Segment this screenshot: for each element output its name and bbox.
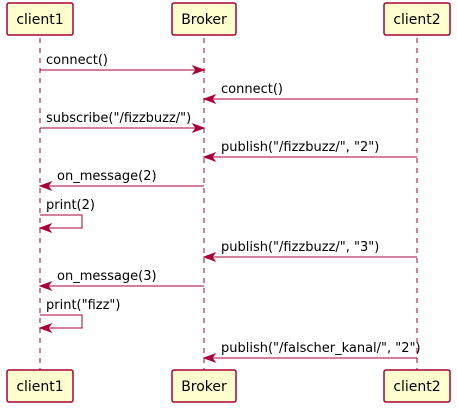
arrow-head <box>191 122 206 134</box>
arrow-head <box>202 151 217 163</box>
message-8: on_message(3) <box>38 269 204 292</box>
arrow-head <box>202 93 217 105</box>
participant-client2-bottom: client2 <box>383 369 451 403</box>
arrow-head <box>38 280 53 292</box>
message-arrow <box>40 314 83 329</box>
message-1: connect() <box>40 53 206 76</box>
message-label: subscribe("/fizzbuzz/") <box>46 111 191 126</box>
participant-label: client2 <box>393 12 440 28</box>
message-label: print(2) <box>46 198 95 213</box>
arrow-head <box>202 352 217 364</box>
participant-label: Broker <box>181 379 227 395</box>
participant-broker-bottom: Broker <box>171 369 237 403</box>
message-5: on_message(2) <box>38 169 204 192</box>
message-2: connect() <box>202 82 417 105</box>
message-label: connect() <box>46 53 108 68</box>
participant-client2-top: client2 <box>383 2 451 36</box>
message-label: publish("/falscher_kanal/", "2") <box>221 341 421 356</box>
arrow-head <box>191 64 206 76</box>
message-4: publish("/fizzbuzz/", "2") <box>202 140 417 163</box>
arrow-head <box>38 180 53 192</box>
arrow-head <box>202 251 217 263</box>
message-7: publish("/fizzbuzz/", "3") <box>202 240 417 263</box>
message-9: print("fizz") <box>38 298 120 334</box>
message-label: on_message(3) <box>57 269 157 284</box>
message-6: print(2) <box>38 198 95 234</box>
participant-label: client1 <box>16 379 63 395</box>
participant-label: client1 <box>16 12 63 28</box>
message-label: print("fizz") <box>46 298 120 313</box>
participant-label: Broker <box>181 12 227 28</box>
message-label: publish("/fizzbuzz/", "2") <box>221 140 379 155</box>
participant-label: client2 <box>393 379 440 395</box>
message-label: on_message(2) <box>57 169 157 184</box>
message-10: publish("/falscher_kanal/", "2") <box>202 341 421 364</box>
participant-client1-bottom: client1 <box>6 369 74 403</box>
message-label: publish("/fizzbuzz/", "3") <box>221 240 379 255</box>
arrow-head <box>38 322 53 334</box>
participant-client1-top: client1 <box>6 2 74 36</box>
message-label: connect() <box>221 82 283 97</box>
message-arrow <box>40 214 83 229</box>
message-3: subscribe("/fizzbuzz/") <box>40 111 206 134</box>
arrow-head <box>38 222 53 234</box>
participant-broker-top: Broker <box>171 2 237 36</box>
